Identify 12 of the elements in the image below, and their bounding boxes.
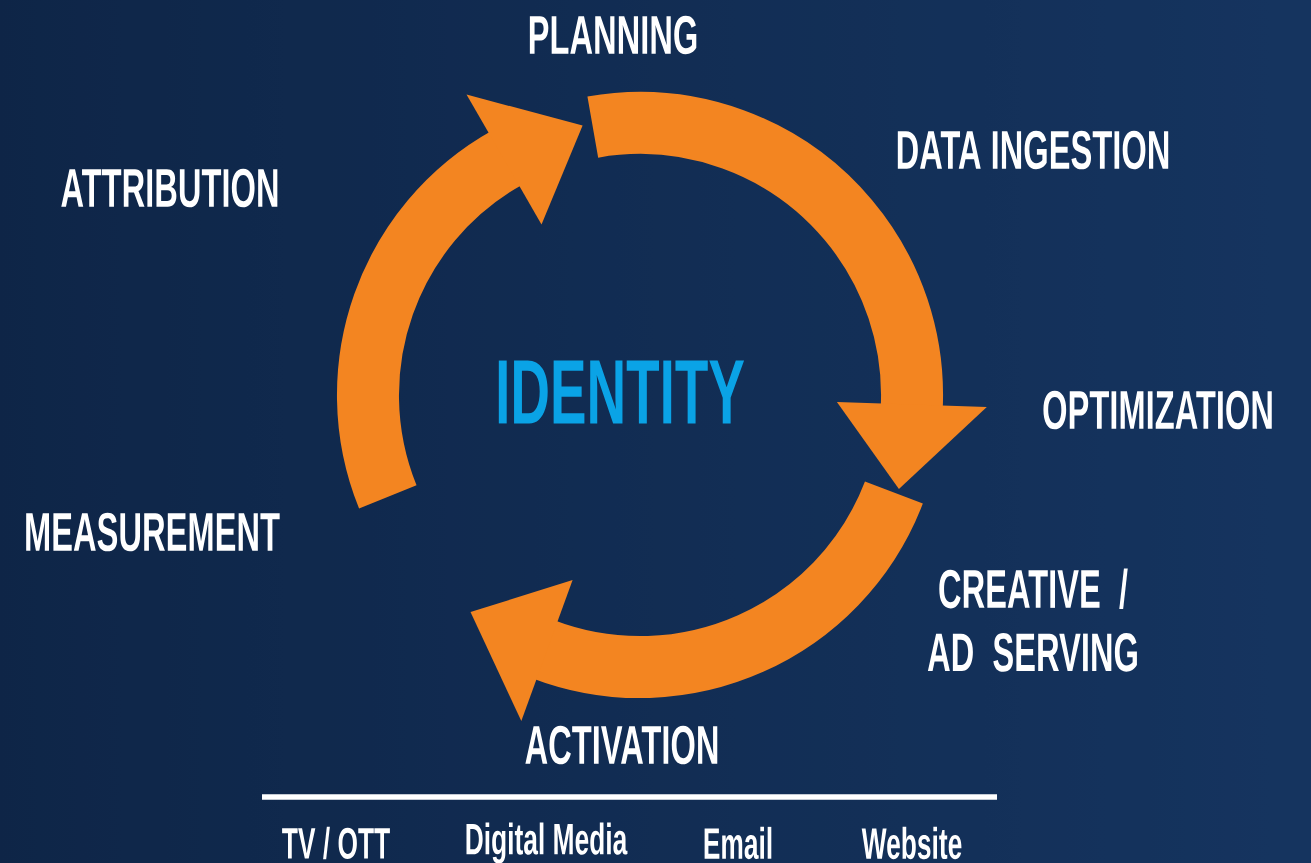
stage-label: ACTIVATION (525, 725, 718, 765)
stage-label: ATTRIBUTION (61, 168, 278, 208)
stage-label: PLANNING (529, 15, 697, 55)
channel-label: Email (704, 826, 772, 860)
stage-label: OPTIMIZATION (1043, 390, 1272, 430)
channel-label: Digital Media (466, 822, 628, 863)
stage-label: MEASUREMENT (26, 512, 280, 552)
channel-label: TV / OTT (282, 826, 390, 860)
stage-label: CREATIVE / AD SERVING (927, 568, 1137, 672)
center-label: IDENTITY (498, 360, 745, 424)
stage-label: DATA INGESTION (897, 130, 1169, 170)
channel-label: Website (861, 826, 962, 860)
